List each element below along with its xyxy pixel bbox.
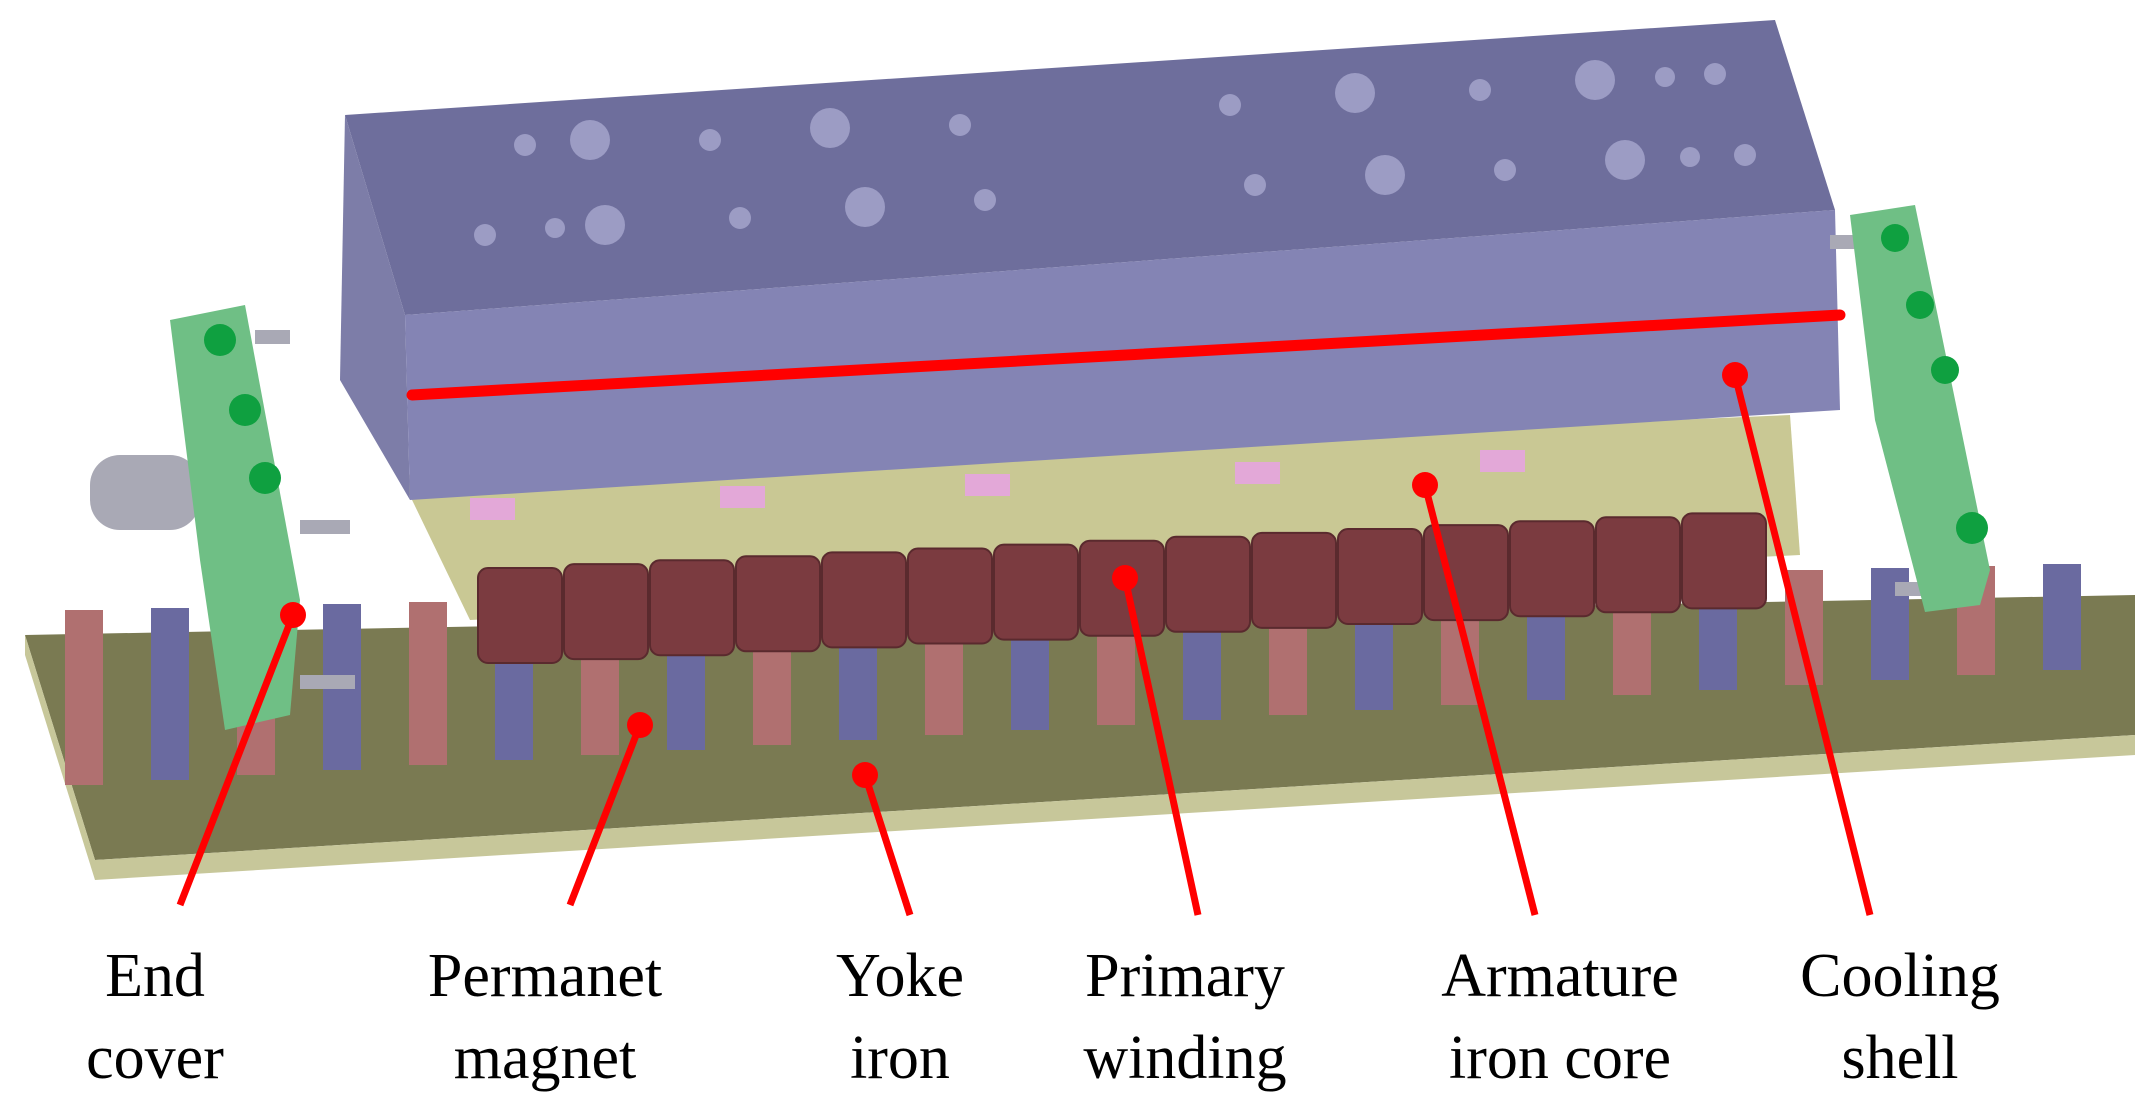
- mounting-hole-icon: [729, 207, 751, 229]
- mounting-hole-icon: [1575, 60, 1615, 100]
- winding-coil: [1595, 516, 1681, 614]
- end-cover-bolt-icon: [249, 462, 281, 494]
- winding-coil: [477, 567, 563, 664]
- shaft-cylinder: [90, 455, 200, 530]
- armature-tooth-accent: [1480, 450, 1525, 472]
- permanent-magnet-leader-line: [566, 723, 644, 907]
- leader-lines: [176, 309, 1874, 917]
- label-end-cover: End cover: [86, 942, 224, 1092]
- label-primary-winding: Primary winding: [1083, 942, 1287, 1092]
- mounting-hole-icon: [699, 129, 721, 151]
- mounting-hole-icon: [1655, 67, 1675, 87]
- magnet-bar: [151, 608, 189, 780]
- end-cover-bolt-icon: [229, 394, 261, 426]
- label-armature-iron-core: Armature iron core: [1441, 942, 1679, 1092]
- magnet-bar: [2043, 564, 2081, 670]
- label-permanent-magnet: Permanet magnet: [427, 942, 663, 1092]
- mounting-hole-icon: [949, 114, 971, 136]
- mounting-hole-icon: [1734, 144, 1756, 166]
- end-cover-left: [90, 305, 355, 730]
- magnet-bar: [65, 610, 103, 785]
- end-cover-bolt-icon: [1881, 224, 1909, 252]
- mounting-hole-icon: [1494, 159, 1516, 181]
- yoke-front-face: [25, 635, 95, 880]
- armature-tooth-accent: [1235, 462, 1280, 484]
- cooling-shell-leader-line: [1731, 374, 1874, 916]
- mounting-hole-icon: [974, 189, 996, 211]
- primary-winding-leader-line: [1121, 577, 1202, 916]
- armature-tooth-accent: [720, 486, 765, 508]
- end-cover-bolt-icon: [204, 324, 236, 356]
- cooling-shell-side-face: [340, 115, 410, 500]
- mounting-hole-icon: [1335, 73, 1375, 113]
- rod-upper: [255, 330, 290, 344]
- armature-core-leader-line: [1421, 484, 1539, 916]
- winding-coil: [1337, 528, 1423, 625]
- mounting-hole-icon: [585, 205, 625, 245]
- cooling-shell-top-face: [345, 20, 1835, 315]
- mounting-hole-icon: [570, 120, 610, 160]
- cooling-shell-edge-highlight: [406, 309, 1846, 401]
- rod-middle: [300, 520, 350, 534]
- armature-tooth-accent: [965, 474, 1010, 496]
- rod-lower: [300, 675, 355, 689]
- winding-coil: [1423, 524, 1509, 622]
- end-cover-right: [1830, 205, 1990, 612]
- mounting-hole-icon: [1365, 155, 1405, 195]
- yoke-iron-leader-line: [861, 773, 914, 917]
- winding-coil: [907, 547, 993, 645]
- permanent-magnet-marker: [627, 712, 653, 738]
- winding-coil: [993, 543, 1079, 641]
- winding-coil: [649, 559, 735, 657]
- mounting-hole-icon: [810, 108, 850, 148]
- end-cover-right-plate: [1850, 205, 1990, 612]
- winding-coil: [1681, 512, 1767, 610]
- mounting-hole-icon: [545, 218, 565, 238]
- label-yoke-iron: Yoke iron: [835, 942, 965, 1092]
- end-cover-bolt-icon: [1906, 291, 1934, 319]
- armature-core-marker: [1412, 472, 1438, 498]
- winding-coil: [735, 555, 821, 653]
- winding-coil: [563, 563, 649, 661]
- mounting-hole-icon: [1605, 140, 1645, 180]
- end-cover-leader-line: [176, 613, 297, 907]
- mounting-hole-icon: [1469, 79, 1491, 101]
- mounting-hole-icon: [474, 224, 496, 246]
- winding-coil: [1165, 535, 1251, 633]
- mounting-hole-icon: [845, 187, 885, 227]
- winding-coil: [821, 551, 907, 649]
- mounting-hole-icon: [1219, 94, 1241, 116]
- magnet-bar: [409, 602, 447, 765]
- mounting-hole-icon: [1244, 174, 1266, 196]
- label-cooling-shell: Cooling shell: [1800, 942, 2000, 1092]
- yoke-front-edge: [95, 735, 2135, 880]
- winding-coil: [1509, 520, 1595, 618]
- mounting-hole-icon: [514, 134, 536, 156]
- cooling-shell-marker: [1722, 362, 1748, 388]
- armature-tooth-accent: [470, 498, 515, 520]
- primary-winding-marker: [1112, 565, 1138, 591]
- yoke-iron-marker: [852, 762, 878, 788]
- end-cover-bolt-icon: [1956, 512, 1988, 544]
- end-cover-left-plate: [170, 305, 300, 730]
- end-cover-bolt-icon: [1931, 356, 1959, 384]
- end-cover-marker: [280, 602, 306, 628]
- mounting-hole-icon: [1680, 147, 1700, 167]
- winding-coil: [1251, 531, 1337, 629]
- mounting-hole-icon: [1704, 63, 1726, 85]
